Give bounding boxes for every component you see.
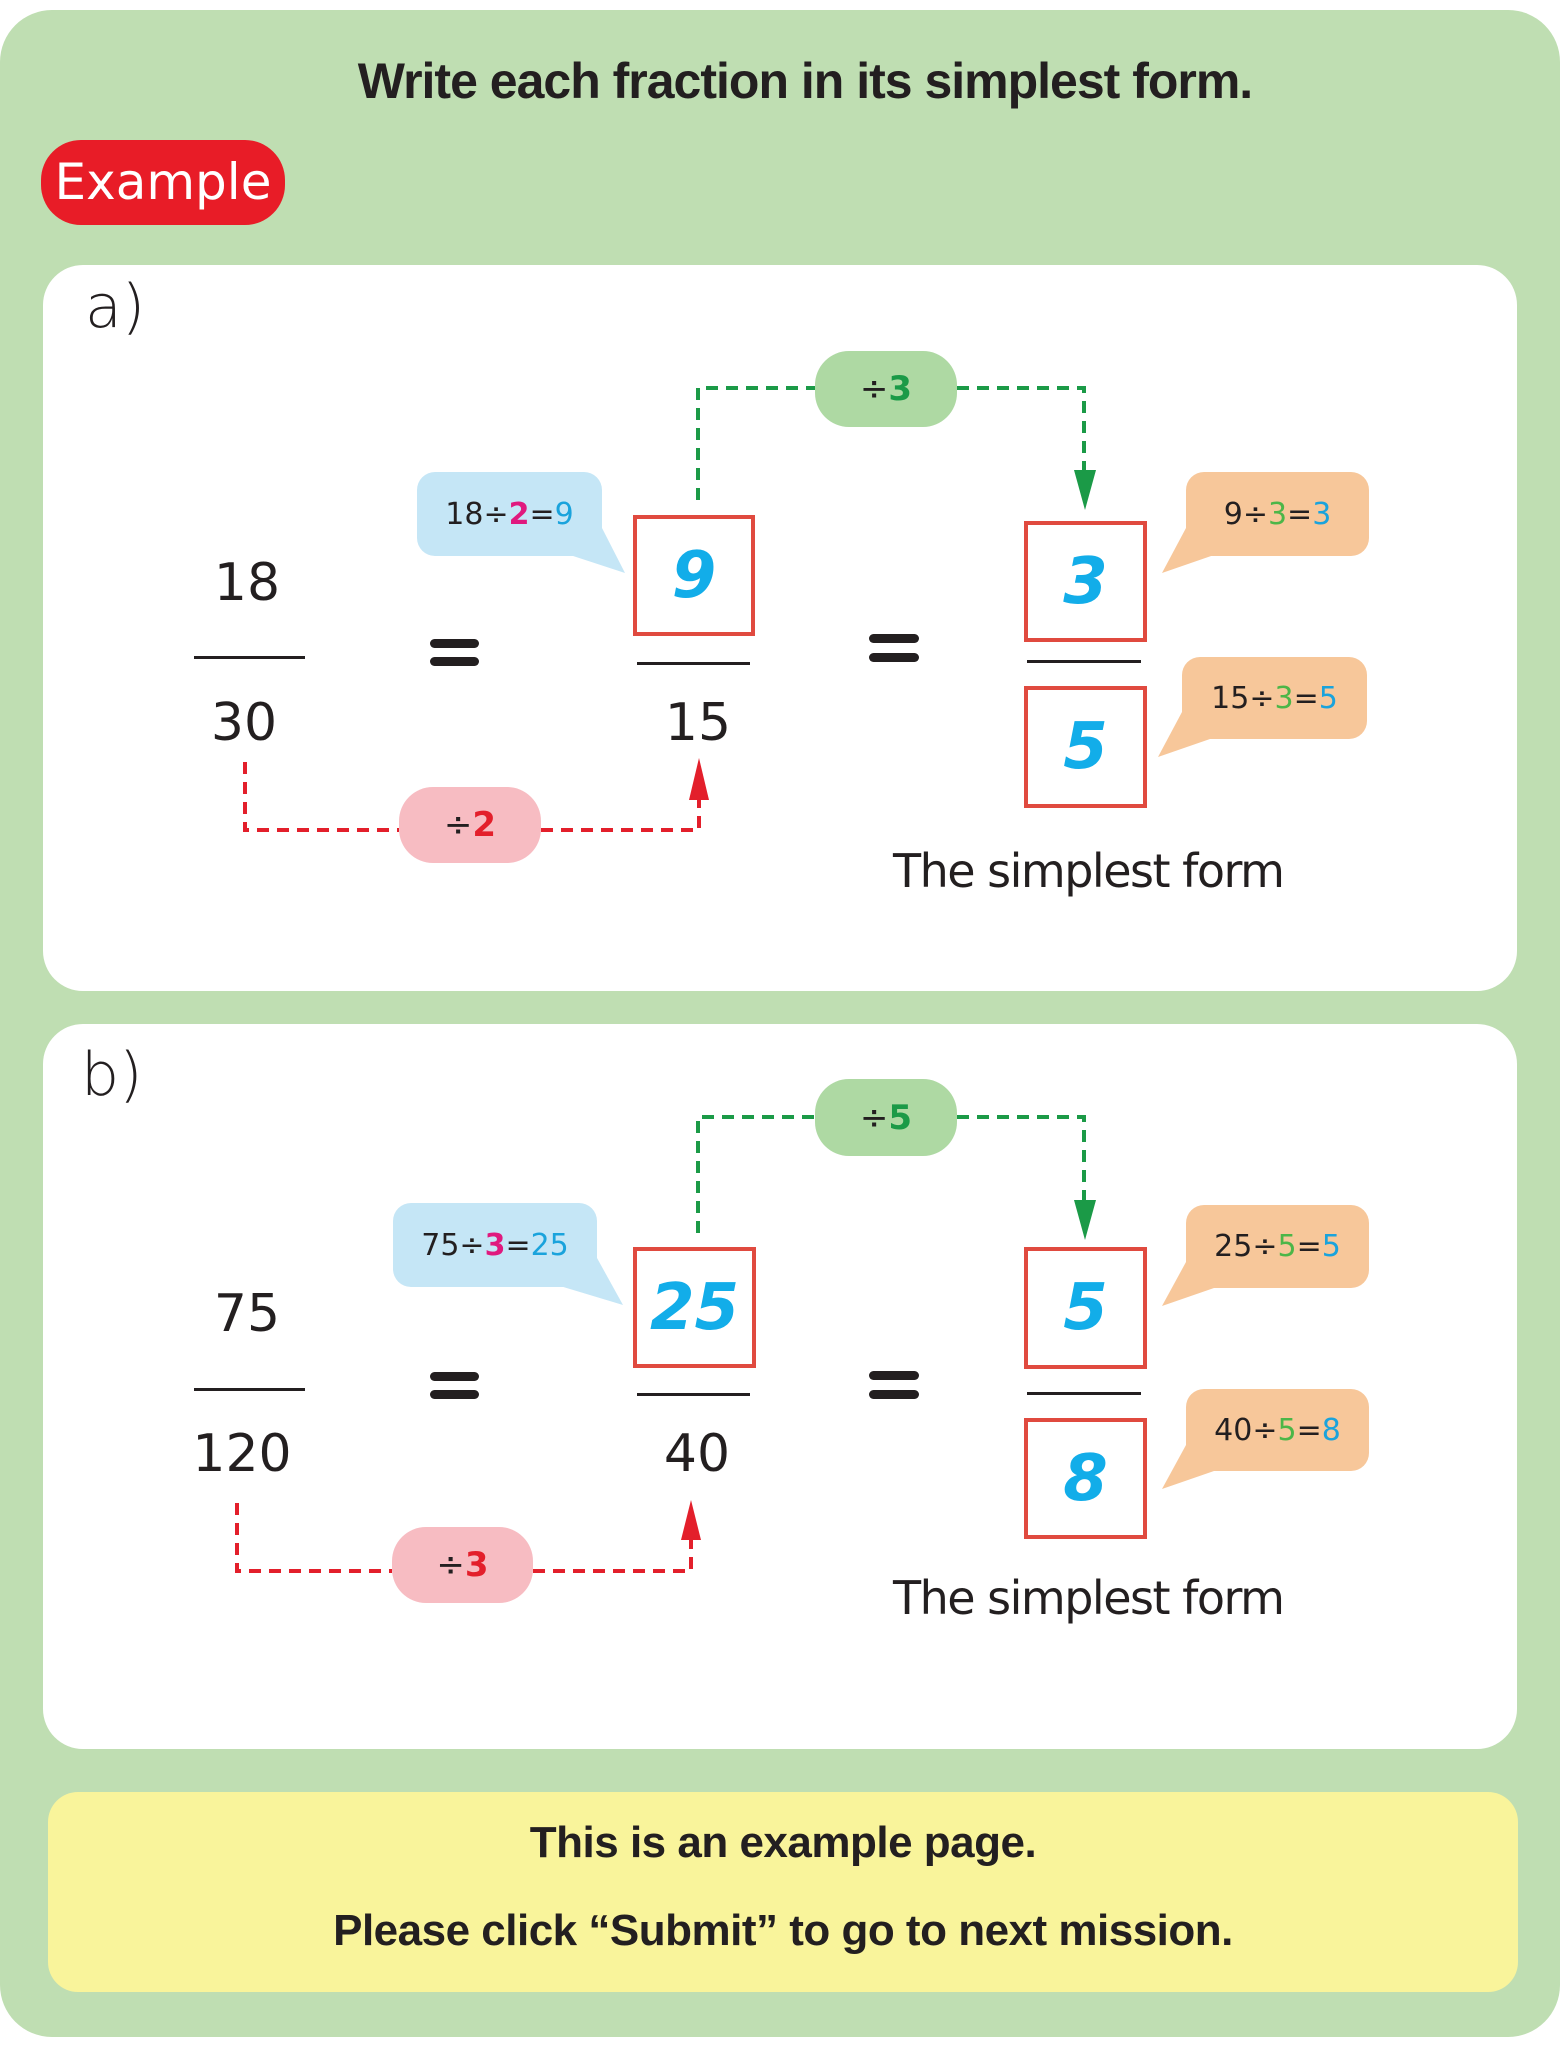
problem-card-b — [43, 1024, 1517, 1749]
fraction-bar — [1027, 660, 1141, 663]
hint-bubble-numerator: 25 ÷ 5 = 5 — [1186, 1205, 1369, 1288]
problem-label: b) — [81, 1040, 143, 1110]
hint-bubble-denominator: 40 ÷ 5 = 8 — [1186, 1389, 1369, 1471]
equals-sign — [430, 1372, 479, 1399]
original-denominator: 30 — [210, 693, 278, 753]
answer-box-denominator-simplest: 8 — [1024, 1418, 1147, 1539]
hint-bubble-step1: 75 ÷ 3 = 25 — [393, 1203, 597, 1287]
problem-card-a — [43, 265, 1517, 991]
answer-value: 9 — [671, 538, 717, 613]
fraction-bar — [637, 1393, 750, 1396]
answer-box-numerator-simplest: 3 — [1024, 521, 1147, 642]
step1-denominator: 15 — [664, 693, 732, 753]
answer-box-numerator-step1: 9 — [633, 515, 755, 636]
fraction-bar — [194, 1388, 305, 1391]
answer-box-denominator-simplest: 5 — [1024, 686, 1147, 808]
divide-pill-step1: ÷ 3 — [392, 1527, 533, 1603]
answer-value: 8 — [1063, 1441, 1108, 1516]
step1-denominator: 40 — [663, 1424, 731, 1484]
fraction-bar — [637, 662, 750, 665]
answer-value: 5 — [1063, 1271, 1108, 1345]
hint-bubble-step1: 18 ÷ 2 = 9 — [417, 472, 602, 556]
answer-value: 3 — [1063, 544, 1108, 619]
instruction-title: Write each fraction in its simplest form… — [357, 53, 1253, 109]
divide-pill-step2: ÷ 5 — [815, 1079, 957, 1156]
equals-sign — [430, 639, 479, 666]
answer-box-numerator-step1: 25 — [633, 1247, 756, 1368]
example-note-box — [48, 1792, 1518, 1992]
original-numerator: 75 — [213, 1284, 281, 1344]
hint-bubble-numerator: 9 ÷ 3 = 3 — [1186, 472, 1369, 556]
note-line-2: Please click “Submit” to go to next miss… — [333, 1906, 1233, 1955]
divide-pill-step2: ÷ 3 — [815, 351, 957, 427]
equals-sign — [869, 1371, 919, 1399]
answer-value: 25 — [649, 1270, 740, 1345]
original-denominator: 120 — [192, 1424, 292, 1484]
answer-value: 5 — [1063, 710, 1108, 784]
answer-box-numerator-simplest: 5 — [1024, 1247, 1147, 1369]
note-line-1: This is an example page. — [529, 1818, 1037, 1867]
simplest-form-caption: The simplest form — [893, 844, 1285, 898]
example-badge: Example — [41, 140, 285, 225]
divide-pill-step1: ÷ 2 — [399, 787, 541, 863]
equals-sign — [869, 634, 919, 662]
fraction-bar — [194, 656, 305, 659]
original-numerator: 18 — [213, 553, 281, 613]
fraction-bar — [1027, 1392, 1141, 1395]
hint-bubble-denominator: 15 ÷ 3 = 5 — [1182, 657, 1367, 739]
problem-label: a) — [85, 272, 146, 342]
simplest-form-caption: The simplest form — [893, 1571, 1285, 1625]
